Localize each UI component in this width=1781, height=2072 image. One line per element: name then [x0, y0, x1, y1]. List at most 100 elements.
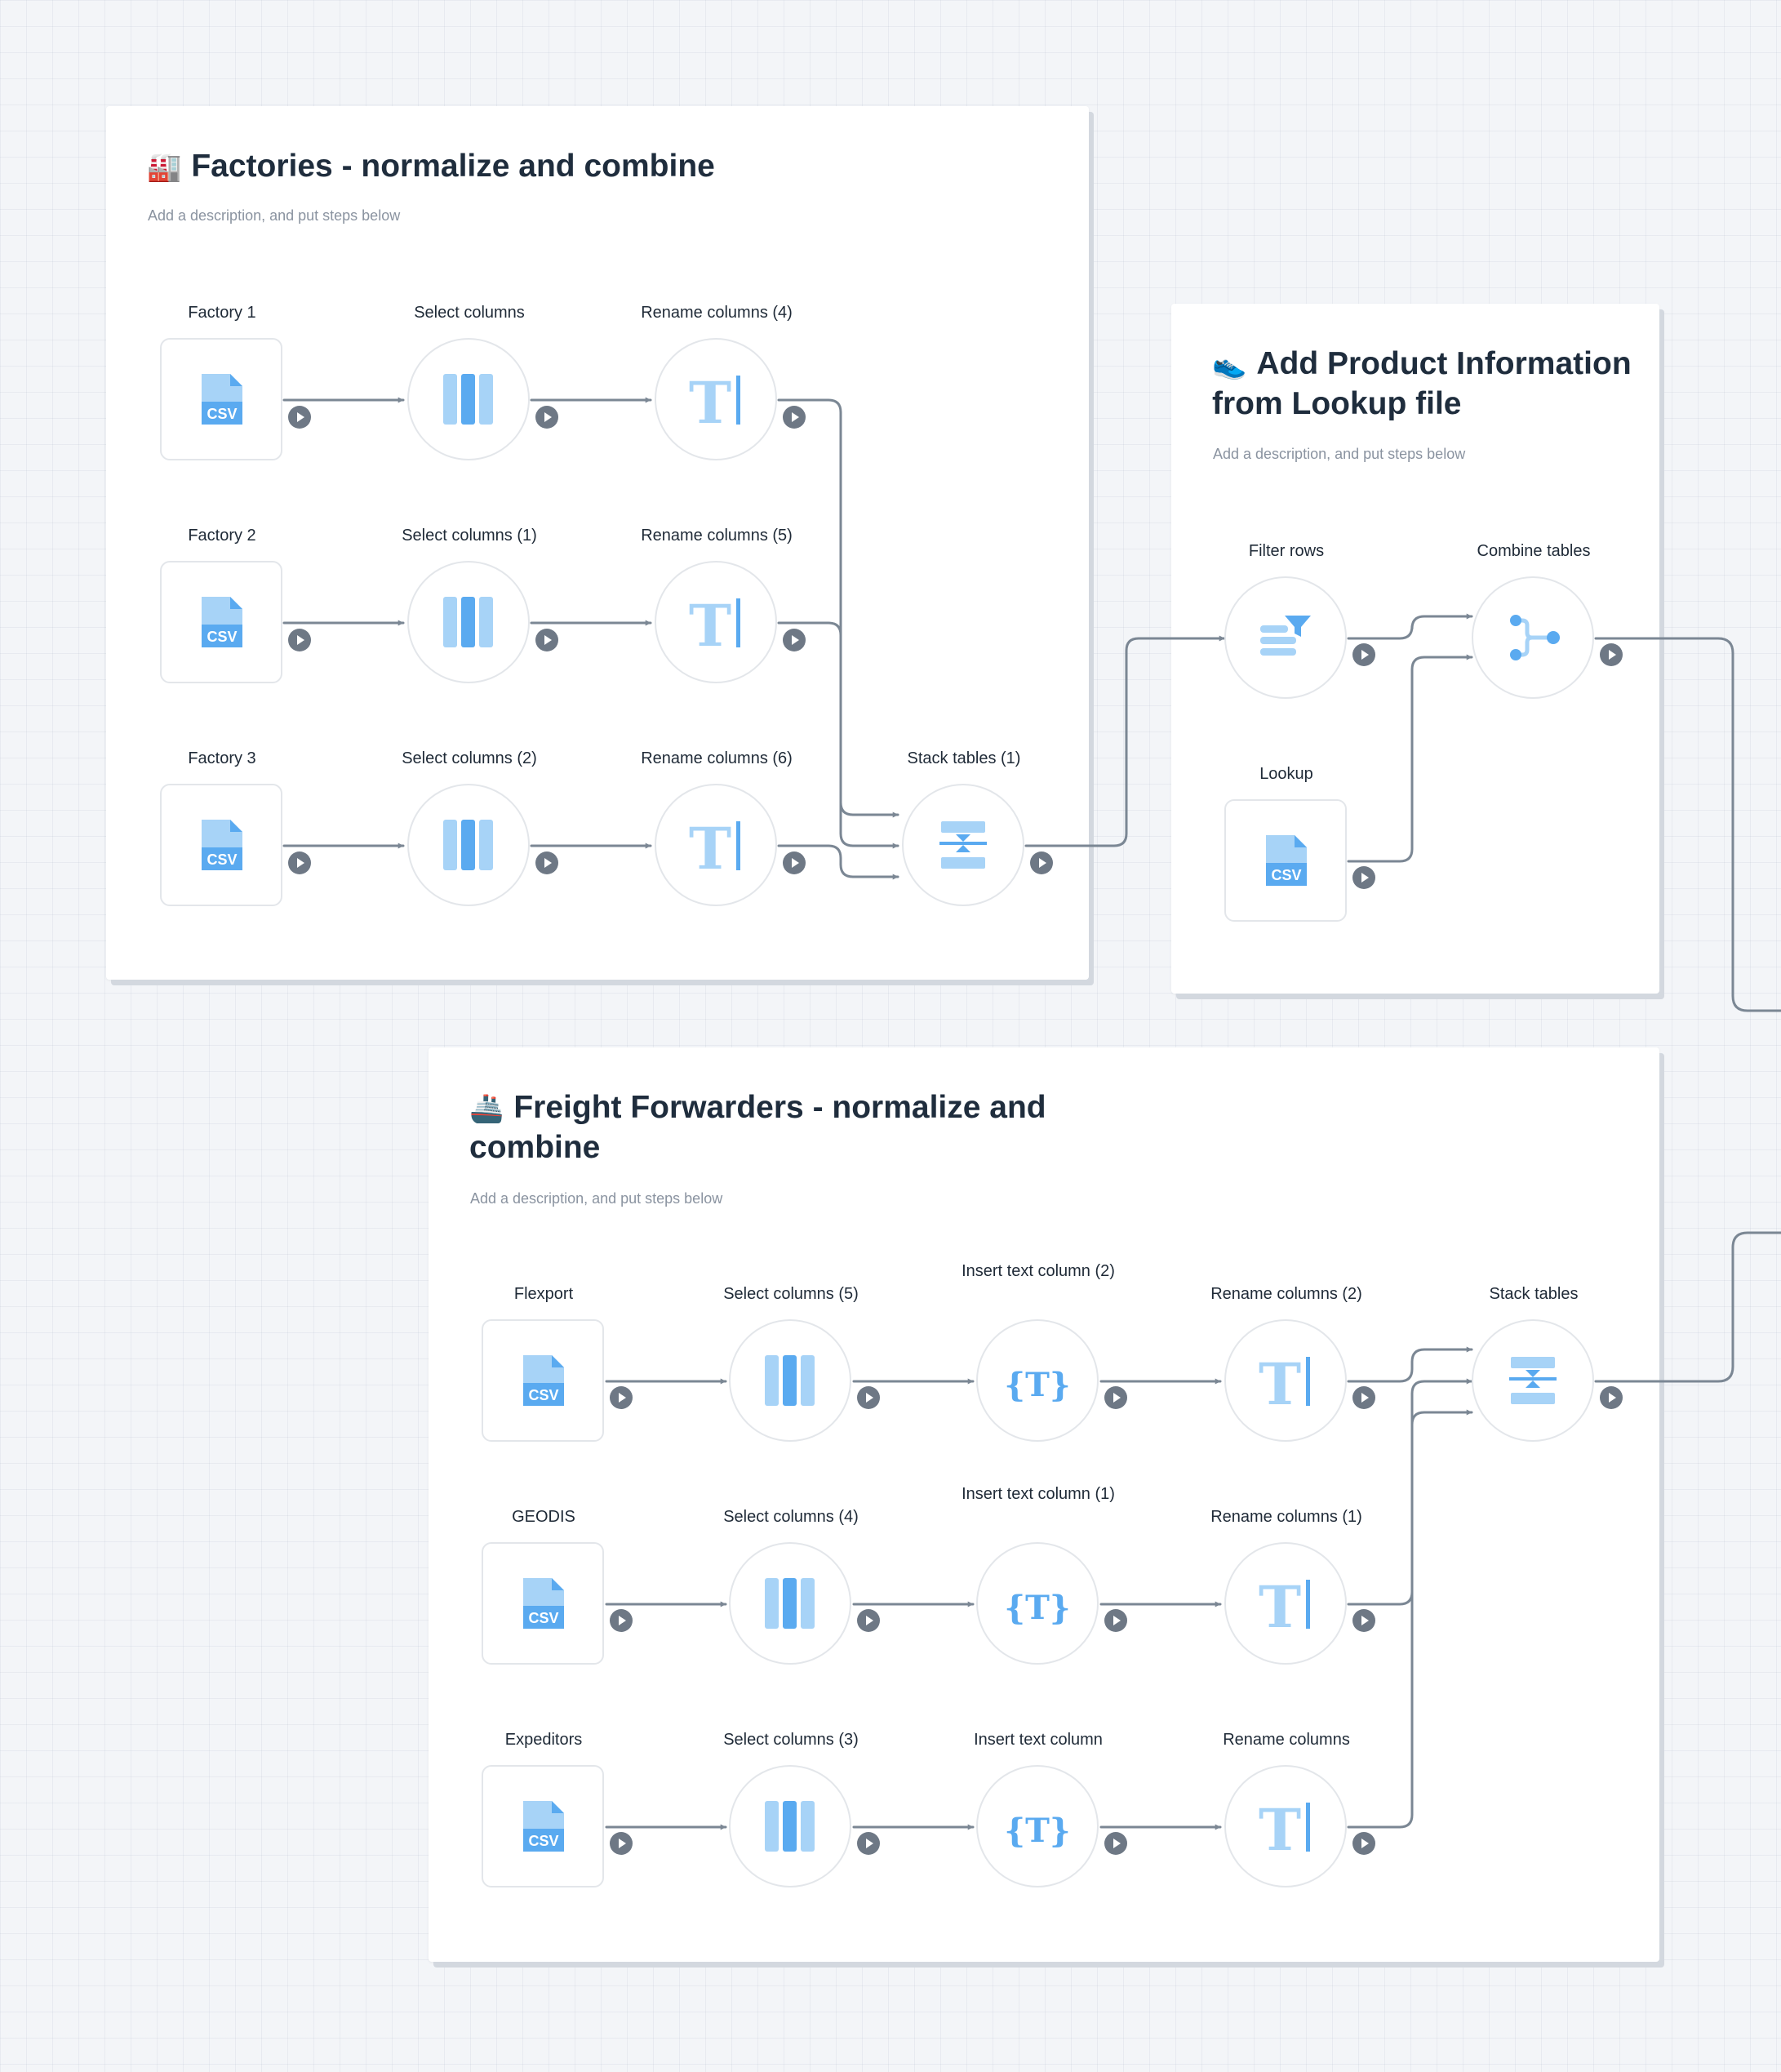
node-stack-tables[interactable]: [1472, 1319, 1594, 1442]
node-insert-text-column[interactable]: {T}: [976, 1765, 1099, 1887]
card-description[interactable]: Add a description, and put steps below: [470, 1190, 723, 1207]
node-rename-columns-2[interactable]: T: [1224, 1319, 1347, 1442]
run-button[interactable]: [288, 851, 311, 874]
run-button[interactable]: [1600, 643, 1623, 666]
run-button[interactable]: [535, 406, 558, 429]
run-button[interactable]: [610, 1609, 633, 1632]
node-label-select-columns: Select columns: [414, 304, 525, 322]
node-label-geodis: GEODIS: [512, 1508, 575, 1526]
node-label-factory-1: Factory 1: [188, 304, 256, 322]
node-rename-columns[interactable]: T: [1224, 1765, 1347, 1887]
svg-text:T: T: [1259, 1573, 1301, 1641]
node-label-combine-tables: Combine tables: [1477, 542, 1591, 560]
node-insert-text-column-1[interactable]: {T}: [976, 1542, 1099, 1665]
svg-text:{T}: {T}: [1004, 1812, 1070, 1850]
shoe-emoji-icon: 👟: [1212, 349, 1247, 380]
node-select-columns-4[interactable]: [729, 1542, 851, 1665]
run-button[interactable]: [535, 629, 558, 651]
node-rename-columns-6[interactable]: T: [655, 784, 777, 906]
select-columns-icon: [765, 1578, 815, 1629]
node-label-select-columns-4: Select columns (4): [723, 1508, 859, 1526]
card-title-text: Add Product Information from Lookup file: [1212, 346, 1632, 421]
node-insert-text-column-2[interactable]: {T}: [976, 1319, 1099, 1442]
rename-text-icon: T: [689, 592, 740, 660]
card-title[interactable]: 🏭Factories - normalize and combine: [147, 147, 715, 187]
node-rename-columns-5[interactable]: T: [655, 561, 777, 683]
run-button[interactable]: [288, 406, 311, 429]
node-label-rename-columns-4: Rename columns (4): [641, 304, 793, 322]
run-button[interactable]: [535, 851, 558, 874]
node-label-rename-columns: Rename columns: [1223, 1731, 1350, 1749]
card-description[interactable]: Add a description, and put steps below: [1213, 446, 1466, 462]
svg-text:CSV: CSV: [528, 1610, 558, 1626]
node-geodis[interactable]: CSV: [482, 1542, 604, 1665]
node-label-insert-text-column-1: Insert text column (1): [962, 1485, 1115, 1503]
node-factory-2[interactable]: CSV: [160, 561, 282, 683]
csv-file-icon: CSV: [1266, 835, 1307, 886]
node-rename-columns-1[interactable]: T: [1224, 1542, 1347, 1665]
svg-text:{T}: {T}: [1004, 1366, 1070, 1404]
node-select-columns-3[interactable]: [729, 1765, 851, 1887]
run-button[interactable]: [857, 1609, 880, 1632]
node-label-insert-text-column-2: Insert text column (2): [962, 1262, 1115, 1280]
select-columns-icon: [443, 374, 493, 425]
rename-text-icon: T: [689, 815, 740, 883]
card-title[interactable]: 🚢Freight Forwarders - normalize and comb…: [469, 1088, 1057, 1167]
run-button[interactable]: [1104, 1609, 1127, 1632]
run-button[interactable]: [783, 406, 806, 429]
run-button[interactable]: [1352, 643, 1375, 666]
node-filter-rows[interactable]: [1224, 576, 1347, 699]
node-flexport[interactable]: CSV: [482, 1319, 604, 1442]
run-button[interactable]: [1352, 1609, 1375, 1632]
node-select-columns-2[interactable]: [407, 784, 530, 906]
combine-tables-icon: [1510, 615, 1560, 660]
run-button[interactable]: [857, 1832, 880, 1855]
node-combine-tables[interactable]: [1472, 576, 1594, 699]
node-stack-tables-1[interactable]: [902, 784, 1024, 906]
node-label-select-columns-5: Select columns (5): [723, 1285, 859, 1303]
card-description[interactable]: Add a description, and put steps below: [148, 207, 401, 224]
csv-file-icon: CSV: [202, 374, 242, 425]
csv-file-icon: CSV: [523, 1801, 564, 1852]
ship-emoji-icon: 🚢: [469, 1093, 504, 1124]
insert-text-column-icon: {T}: [1004, 1812, 1070, 1850]
run-button[interactable]: [1104, 1386, 1127, 1409]
node-factory-1[interactable]: CSV: [160, 338, 282, 460]
select-columns-icon: [443, 597, 493, 647]
run-button[interactable]: [857, 1386, 880, 1409]
node-expeditors[interactable]: CSV: [482, 1765, 604, 1887]
run-button[interactable]: [1352, 1386, 1375, 1409]
node-select-columns-5[interactable]: [729, 1319, 851, 1442]
svg-text:T: T: [689, 369, 731, 437]
svg-text:T: T: [689, 815, 731, 883]
node-factory-3[interactable]: CSV: [160, 784, 282, 906]
node-select-columns[interactable]: [407, 338, 530, 460]
svg-text:T: T: [1259, 1796, 1301, 1864]
rename-text-icon: T: [1259, 1350, 1310, 1418]
node-label-expeditors: Expeditors: [504, 1731, 583, 1749]
run-button[interactable]: [288, 629, 311, 651]
card-title-text: Freight Forwarders - normalize and combi…: [469, 1090, 1046, 1165]
run-button[interactable]: [1352, 1832, 1375, 1855]
rename-text-icon: T: [1259, 1796, 1310, 1864]
run-button[interactable]: [1030, 851, 1053, 874]
node-label-rename-columns-6: Rename columns (6): [641, 749, 793, 767]
node-lookup[interactable]: CSV: [1224, 799, 1347, 922]
insert-text-column-icon: {T}: [1004, 1589, 1070, 1627]
run-button[interactable]: [610, 1832, 633, 1855]
run-button[interactable]: [783, 629, 806, 651]
run-button[interactable]: [1352, 866, 1375, 889]
node-label-factory-3: Factory 3: [188, 749, 256, 767]
csv-file-icon: CSV: [523, 1578, 564, 1629]
node-label-filter-rows: Filter rows: [1248, 542, 1325, 560]
node-label-stack-tables-1: Stack tables (1): [907, 749, 1021, 767]
node-label-rename-columns-1: Rename columns (1): [1210, 1508, 1362, 1526]
node-rename-columns-4[interactable]: T: [655, 338, 777, 460]
node-label-select-columns-2: Select columns (2): [402, 749, 537, 767]
node-select-columns-1[interactable]: [407, 561, 530, 683]
run-button[interactable]: [610, 1386, 633, 1409]
card-title[interactable]: 👟Add Product Information from Lookup fil…: [1212, 345, 1637, 424]
run-button[interactable]: [1600, 1386, 1623, 1409]
run-button[interactable]: [1104, 1832, 1127, 1855]
run-button[interactable]: [783, 851, 806, 874]
